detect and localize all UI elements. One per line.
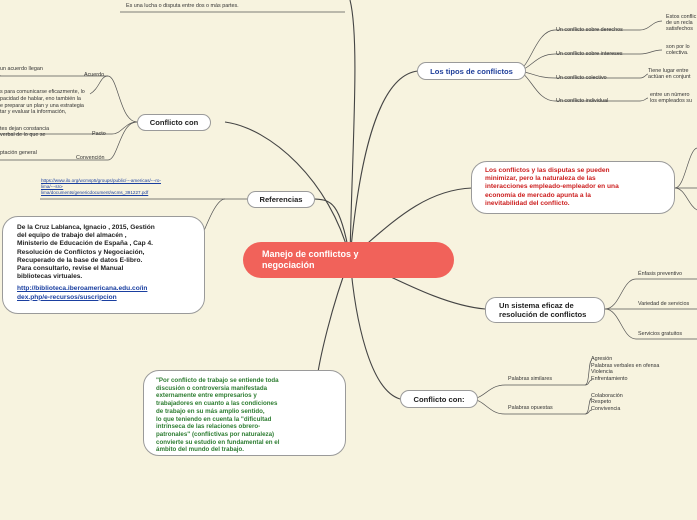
group-palabras-similares[interactable]: Palabras similares — [508, 376, 553, 382]
note-acuerdo-line2: . — [0, 72, 2, 78]
subtopic-acuerdo[interactable]: Acuerdo — [84, 72, 105, 78]
conflict-nature-box: Los conflictos y las disputas se pueden … — [471, 161, 675, 214]
note-intereses-line2: colectiva. — [666, 50, 689, 56]
tipo-derechos[interactable]: Un conflicto sobre derechos — [556, 27, 623, 33]
quote-line9: convierte su estudio en fundamental en e… — [156, 438, 280, 446]
topic-sistema-eficaz[interactable]: Un sistema eficaz de resolución de confl… — [485, 297, 605, 323]
topic-conflicto-con-label: Conflicto con — [149, 118, 199, 127]
opposite-colaboracion: Colaboración — [591, 393, 623, 399]
topic-tipos-de-conflictos[interactable]: Los tipos de conflictos — [417, 62, 526, 80]
note-derechos-line2: de un recla — [666, 20, 693, 26]
note-convencion-line1: ptación general — [0, 150, 37, 156]
quote-line10: ámbito del mundo del trabajo. — [156, 446, 245, 454]
quote-line5: de trabajo en su más amplio sentido, — [156, 407, 265, 415]
note-colectivo-line2: actúan en conjunt — [648, 74, 691, 80]
reference-line5: Recuperado de la base de datos E-libro. — [17, 256, 143, 264]
note-individual-line1: entre un número — [650, 92, 690, 98]
reference-line6: Para consultarlo, revise el Manual — [17, 265, 124, 273]
quote-line6: lo que teniendo en cuenta la "dificultad — [156, 415, 272, 423]
note-pacto-line2: pacidad de hablar, eno también la — [0, 96, 81, 102]
quote-line8: patronales" (conflictivas por naturaleza… — [156, 430, 275, 438]
topic-conflicto-con-colon[interactable]: Conflicto con: — [400, 390, 478, 408]
similar-agresion: Agresión — [591, 356, 613, 362]
central-topic-line1: Manejo de conflictos y — [262, 249, 359, 259]
sistema-line2: resolución de conflictos — [499, 310, 587, 319]
note-pacto-line3: e preparar un plan y una estrategia — [0, 103, 84, 109]
reference-line7: bibliotecas virtuales. — [17, 273, 83, 281]
sistema-line1: Un sistema eficaz de — [499, 301, 574, 310]
quote-line1: "Por conflicto de trabajo se entiende to… — [156, 377, 279, 384]
red-line5: inevitabilidad del conflicto. — [485, 199, 570, 207]
subtopic-convencion[interactable]: Convención — [76, 155, 105, 161]
note-pacto-line7: tes dejan constancia — [0, 126, 50, 132]
topic-referencias[interactable]: Referencias — [247, 191, 315, 208]
note-intereses-line1: son por lo — [666, 44, 690, 50]
note-pacto-line8: verbal de lo que se — [0, 132, 46, 138]
similar-enfrentamiento: Enfrentamiento — [591, 376, 628, 382]
group-palabras-opuestas[interactable]: Palabras opuestas — [508, 405, 553, 411]
reference-url-line3[interactable]: lima/documents/genericdocument/wcms_3912… — [41, 190, 149, 195]
reference-url-line2[interactable]: lima/---sro- — [41, 184, 64, 189]
quote-line7: intrínseca de las relaciones obrero- — [156, 423, 261, 431]
reference-link-line1[interactable]: http://biblioteca.iberoamericana.edu.co/… — [17, 285, 148, 293]
tipo-individual[interactable]: Un conflicto individual — [556, 98, 609, 104]
tipo-intereses[interactable]: Un conflicto sobre intereses — [556, 51, 623, 57]
note-pacto-line4: tar y evaluar la información, — [0, 109, 67, 115]
note-pacto-line1: s para comunicarse eficazmente, lo — [0, 89, 85, 95]
sistema-item-enfasis[interactable]: Énfasis preventivo — [638, 271, 683, 277]
opposite-convivencia: Convivencia — [591, 406, 621, 412]
reference-url-line1[interactable]: https://www.ilo.org/wcmsp5/groups/public… — [41, 178, 161, 183]
reference-line2: del equipo de trabajo del almacén , — [17, 232, 127, 240]
topic-conflicto-con[interactable]: Conflicto con — [137, 114, 211, 131]
note-acuerdo-line1: un acuerdo llegan — [0, 66, 43, 72]
reference-line1: De la Cruz Lablanca, Ignacio , 2015, Ges… — [17, 224, 155, 231]
note-colectivo-line1: Tiene lugar entre — [648, 68, 689, 74]
red-line3: interacciones empleado-empleador en una — [485, 183, 619, 191]
note-derechos-line1: Estos conflic — [666, 14, 697, 20]
reference-line4: Resolución de Conflictos y Negociación, — [17, 248, 145, 256]
central-topic-line2: negociación — [262, 260, 315, 270]
note-individual-line2: los empleados su — [650, 98, 692, 104]
red-line4: economía de mercado apunta a la — [485, 191, 591, 199]
similar-palabras-verbales: Palabras verbales en ofensa — [591, 363, 660, 369]
note-derechos-line3: satisfechos — [666, 26, 693, 32]
reference-line3: Ministerio de Educación de España , Cap … — [17, 240, 153, 248]
quote-line4: trabajadores en cuanto a las condiciones — [156, 400, 278, 408]
topic-tipos-label: Los tipos de conflictos — [430, 66, 513, 76]
topic-conflicto-con-colon-label: Conflicto con: — [413, 394, 465, 404]
red-line2: minimizar, pero la naturaleza de las — [485, 175, 596, 183]
subtopic-pacto[interactable]: Pacto — [92, 131, 106, 137]
quote-line3: externamente entre empresarios y — [156, 392, 257, 400]
similar-violencia: Violencia — [591, 369, 613, 375]
red-line1: Los conflictos y las disputas se pueden — [485, 167, 610, 174]
quote-box: "Por conflicto de trabajo se entiende to… — [143, 370, 346, 456]
topic-referencias-label: Referencias — [259, 195, 303, 204]
sistema-item-variedad[interactable]: Variedad de servicios — [638, 301, 690, 307]
opposite-respeto: Respeto — [591, 399, 612, 405]
reference-link-line2[interactable]: dex.php/e-recursos/suscripcion — [17, 293, 117, 301]
definition-note: Es una lucha o disputa entre dos o más p… — [126, 3, 239, 9]
quote-line2: discusión o controversia manifestada — [156, 384, 268, 392]
sistema-item-gratuitos[interactable]: Servicios gratuitos — [638, 331, 683, 337]
reference-box: De la Cruz Lablanca, Ignacio , 2015, Ges… — [2, 216, 205, 314]
central-topic[interactable]: Manejo de conflictos y negociación — [243, 242, 454, 278]
tipo-colectivo[interactable]: Un conflicto colectivo — [556, 75, 607, 81]
